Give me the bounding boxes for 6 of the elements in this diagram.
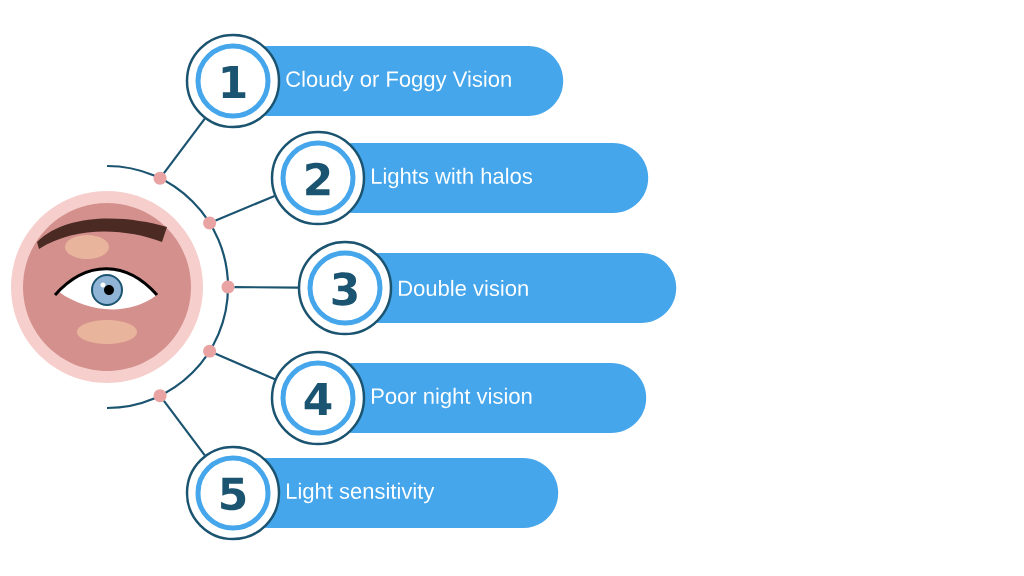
eye-drawing [11, 164, 235, 410]
connector-line [163, 400, 206, 457]
connector-line [215, 352, 276, 381]
connector-line [234, 285, 298, 289]
connector-line [163, 117, 206, 174]
connector-line [215, 194, 275, 222]
